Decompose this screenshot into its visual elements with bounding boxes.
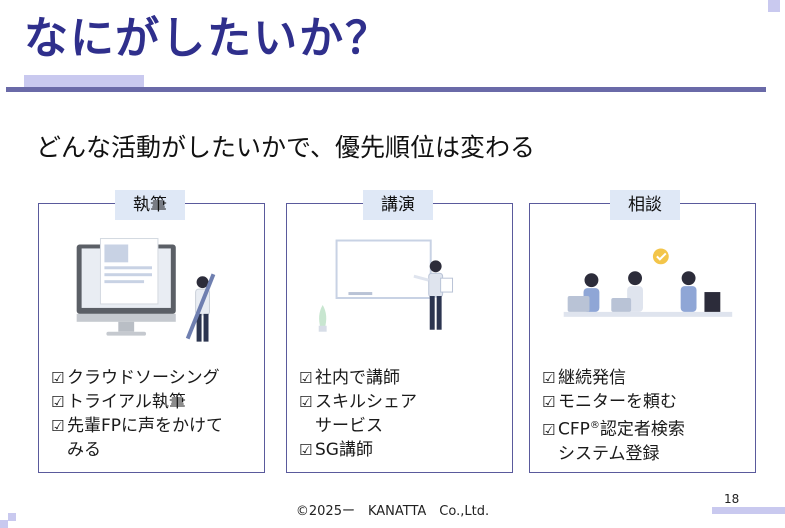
list-item: ☑SG講師 [299,440,373,460]
list-item: ☑モニターを頼む [542,392,677,412]
list-item-continued: システム登録 [558,443,660,464]
card-list-writing: ☑クラウドソーシング ☑トライアル執筆 ☑先輩FPに声をかけて みる [51,366,260,462]
card-list-lecture: ☑社内で講師 ☑スキルシェア サービス ☑SG講師 [299,366,508,462]
list-item-continued: サービス [315,416,383,436]
list-item: ☑継続発信 [542,368,626,388]
card-label-lecture: 講演 [363,190,433,220]
checkbox-icon: ☑ [51,369,65,387]
card-consultation: 相談 ☑継続発信 ☑モニターを頼む ☑CFP®認定者検索 システム登録 [529,190,756,473]
card-label-writing: 執筆 [115,190,185,220]
list-item: ☑CFP®認定者検索 [542,419,685,440]
list-item: ☑スキルシェア [299,392,417,412]
consultation-illustration [563,248,733,317]
corner-decoration-top [768,0,780,12]
checkbox-icon: ☑ [299,393,313,411]
checkbox-icon: ☑ [51,393,65,411]
page-number: 18 [724,492,740,506]
checkbox-icon: ☑ [299,369,313,387]
presentation-illustration [318,239,454,332]
card-lecture: 講演 ☑社内で講師 ☑スキルシェア サービス ☑SG講師 [286,190,513,473]
checkbox-icon: ☑ [542,393,556,411]
computer-writing-illustration [76,238,216,342]
title-accent-bar [24,75,144,87]
card-label-consultation: 相談 [610,190,680,220]
list-item: ☑トライアル執筆 [51,392,186,412]
checkbox-icon: ☑ [542,420,556,439]
list-item: ☑クラウドソーシング [51,368,220,388]
slide-title: なにがしたいか？ [24,13,392,64]
slide-subtitle: どんな活動がしたいかで、優先順位は変わる [36,133,536,162]
list-item: ☑社内で講師 [299,368,400,388]
checkbox-icon: ☑ [542,369,556,387]
footer-accent-bar [712,507,785,514]
list-item-continued: みる [67,440,101,460]
list-item: ☑先輩FPに声をかけて [51,416,224,436]
corner-decoration [0,520,8,528]
checkbox-icon: ☑ [51,417,65,435]
footer-copyright: ©2025ー KANATTA Co.,Ltd. [295,504,490,519]
title-underline-bar [6,87,766,92]
card-writing: 執筆 ☑クラウドソーシング ☑トライアル執筆 ☑先輩FPに声をかけて みる [38,190,265,473]
checkbox-icon: ☑ [299,441,313,459]
corner-decoration [8,513,16,521]
card-list-consultation: ☑継続発信 ☑モニターを頼む ☑CFP®認定者検索 システム登録 [542,366,751,466]
